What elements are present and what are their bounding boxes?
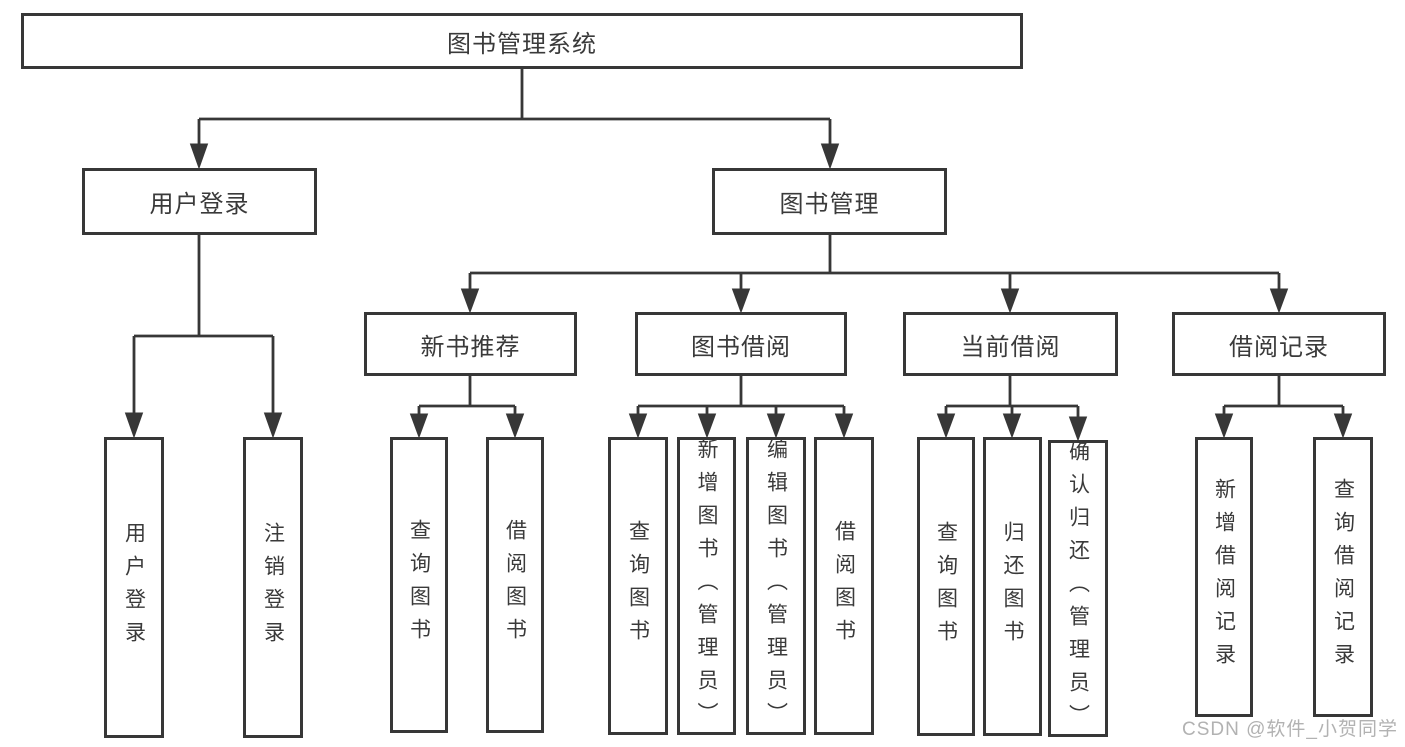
leaf-user-login: 用户登录 <box>104 437 164 738</box>
node-label: 注销登录 <box>261 521 285 654</box>
node-root-library-system: 图书管理系统 <box>21 13 1023 69</box>
leaf-query-books-current: 查询图书 <box>917 437 975 736</box>
leaf-borrow-books: 借阅图书 <box>814 437 874 735</box>
leaf-query-borrow-record: 查询借阅记录 <box>1313 437 1373 717</box>
leaf-query-books-borrow: 查询图书 <box>608 437 668 735</box>
node-label: 用户登录 <box>149 191 250 218</box>
node-label: 借阅记录 <box>1229 333 1329 361</box>
node-label: 当前借阅 <box>960 333 1061 361</box>
csdn-watermark: CSDN @软件_小贺同学 <box>1182 719 1398 740</box>
node-label: 新增借阅记录 <box>1212 478 1236 676</box>
node-label: 查询图书 <box>934 520 958 653</box>
node-label: 查询图书 <box>407 519 431 651</box>
node-label: 查询借阅记录 <box>1331 478 1355 676</box>
leaf-logout: 注销登录 <box>243 437 303 738</box>
edges-user-login-to-leaves <box>124 235 283 439</box>
node-label: 查询图书 <box>626 520 650 652</box>
node-label: 图书管理系统 <box>447 30 597 58</box>
edges-current-borrow-to-leaves <box>936 376 1088 442</box>
node-label: 借阅图书 <box>503 519 527 651</box>
node-user-login: 用户登录 <box>82 168 317 235</box>
node-label: 确认归还（管理员） <box>1066 440 1090 737</box>
leaf-confirm-return-admin: 确认归还（管理员） <box>1048 440 1108 737</box>
edges-root-to-level2 <box>189 69 840 170</box>
leaf-add-books-admin: 新增图书（管理员） <box>677 437 736 735</box>
node-book-borrow: 图书借阅 <box>635 312 847 376</box>
node-label: 归还图书 <box>1001 520 1024 653</box>
edges-book-borrow-to-leaves <box>628 376 854 439</box>
edges-book-management-to-level3 <box>460 235 1289 314</box>
node-label: 用户登录 <box>122 521 146 654</box>
node-label: 新增图书（管理员） <box>695 437 718 735</box>
node-label: 借阅图书 <box>832 520 856 652</box>
node-label: 新书推荐 <box>420 333 521 361</box>
leaf-add-borrow-record: 新增借阅记录 <box>1195 437 1253 717</box>
leaf-borrow-books-recommend: 借阅图书 <box>486 437 544 733</box>
leaf-return-books: 归还图书 <box>983 437 1042 736</box>
node-label: 图书借阅 <box>691 333 791 361</box>
leaf-edit-books-admin: 编辑图书（管理员） <box>746 437 806 735</box>
edges-borrow-record-to-leaves <box>1214 376 1353 439</box>
node-new-book-recommend: 新书推荐 <box>364 312 577 376</box>
node-borrow-record: 借阅记录 <box>1172 312 1386 376</box>
node-label: 图书管理 <box>779 191 880 218</box>
node-current-borrow: 当前借阅 <box>903 312 1118 376</box>
leaf-query-books-recommend: 查询图书 <box>390 437 448 733</box>
edges-new-book-recommend-to-leaves <box>409 376 525 439</box>
node-book-management: 图书管理 <box>712 168 947 235</box>
node-label: 编辑图书（管理员） <box>764 437 788 735</box>
